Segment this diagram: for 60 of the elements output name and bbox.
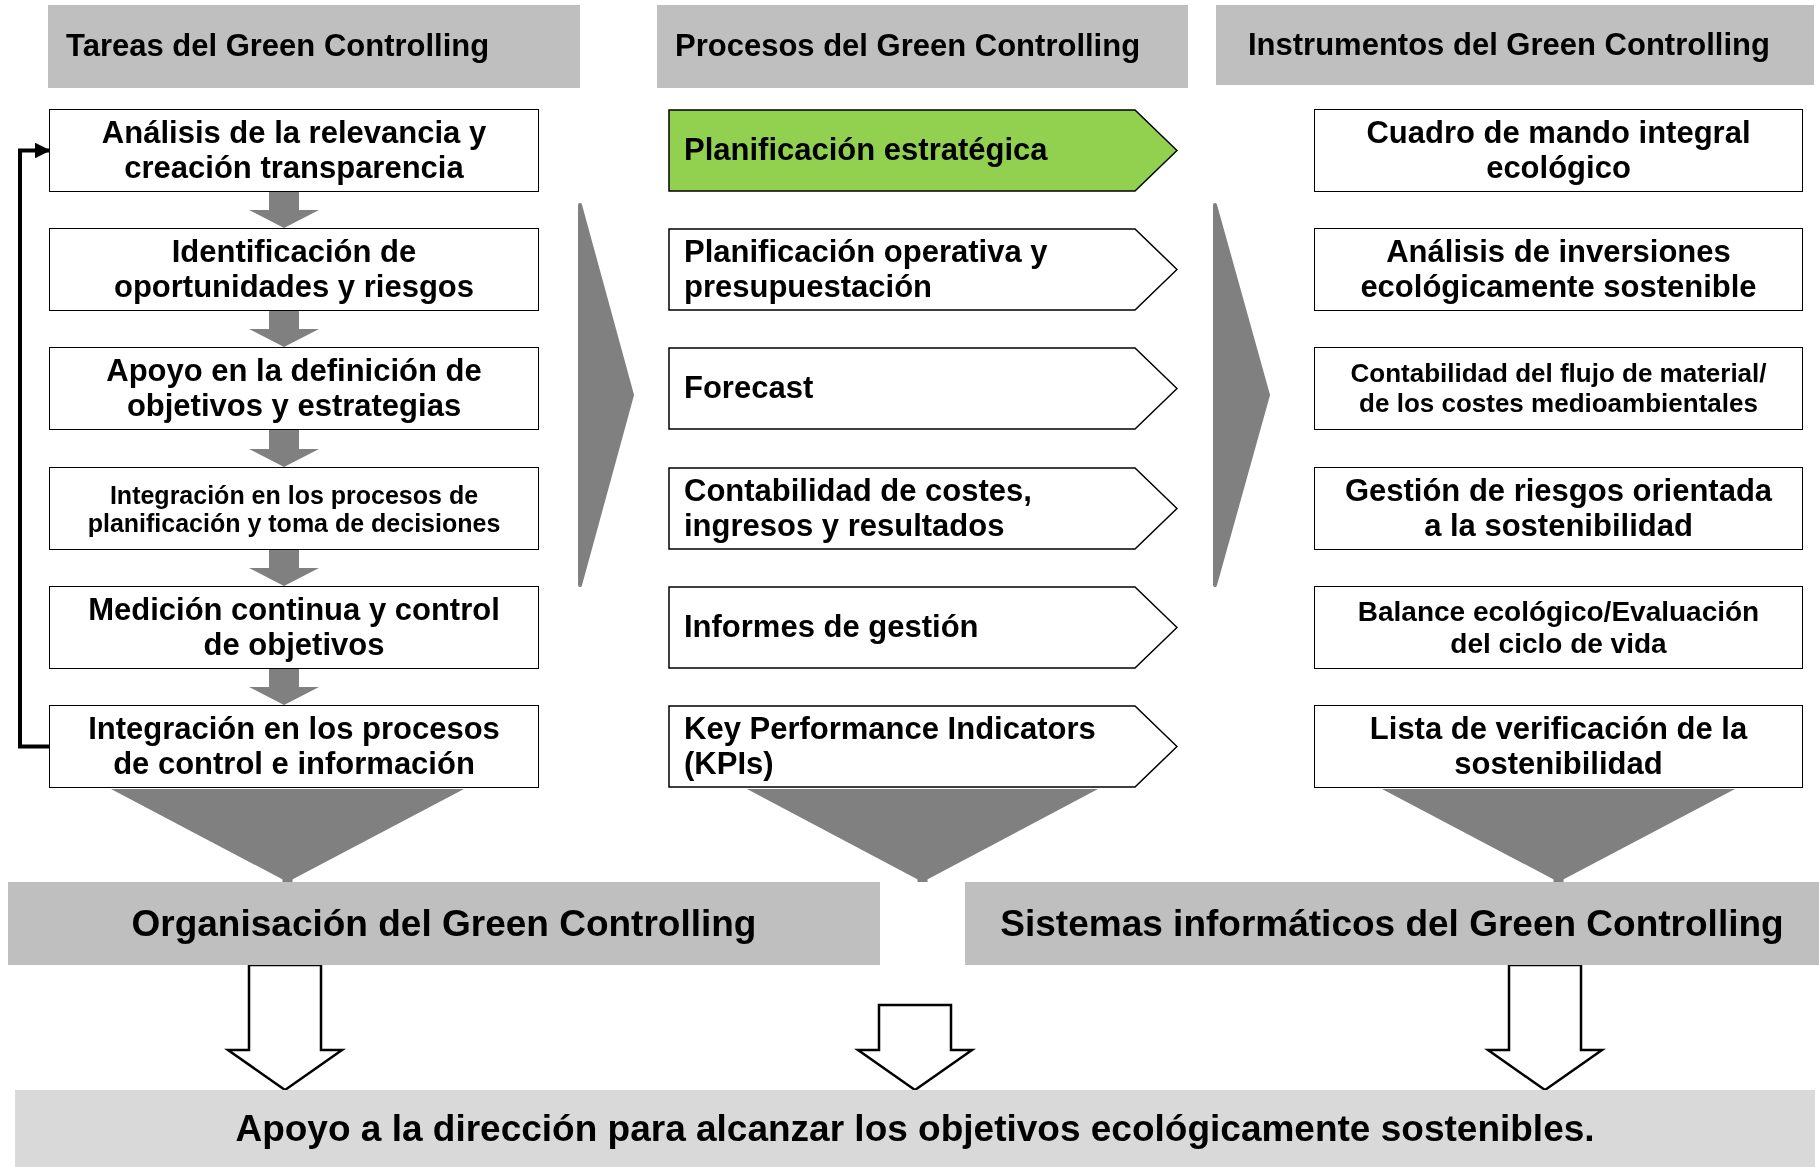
box-text: Gestión de riesgos orientada a la sostenibilidad [1343, 473, 1774, 544]
box-text: Análisis de inversiones ecológicamente sostenible [1359, 234, 1758, 305]
box-text: Cuadro de mando integral ecológico [1365, 115, 1752, 186]
task-box [49, 586, 539, 669]
box-text: Medición continua y control de objetivos [87, 592, 501, 663]
instrument-box [1314, 467, 1803, 550]
box-text: Integración en los procesos de planificación y toma de decisiones [86, 480, 502, 537]
instrument-box [1314, 586, 1803, 669]
task-box [49, 347, 539, 430]
box-text: Key Performance Indicators (KPIs) [684, 711, 1097, 782]
block-arrow [111, 789, 464, 882]
process-box [668, 228, 1178, 311]
box-text: Planificación operativa y presupuestación [684, 234, 1049, 305]
block-arrow [249, 192, 319, 228]
process-box [668, 705, 1178, 788]
block-arrow [1484, 963, 1606, 1092]
box-text: Análisis de la relevancia y creación transparencia [100, 115, 488, 186]
box-text: Informes de gestión [684, 610, 979, 645]
header-text: Instrumentos del Green Controlling [1248, 27, 1770, 63]
block-arrow [249, 311, 319, 347]
feedback-arrow [18, 142, 51, 749]
process-box [668, 586, 1178, 669]
box-text: Lista de verificación de la sostenibilidad [1368, 711, 1749, 782]
process-box [668, 109, 1178, 192]
process-box [668, 347, 1178, 430]
banner-text: Sistemas informáticos del Green Controlling [1000, 902, 1784, 945]
block-arrow [249, 669, 319, 705]
task-box [49, 109, 539, 192]
header-text: Tareas del Green Controlling [66, 29, 490, 64]
column-header [657, 5, 1188, 88]
banner-text: Organisación del Green Controlling [131, 902, 757, 945]
instrument-box [1314, 347, 1803, 430]
block-arrow [249, 550, 319, 586]
box-text: Balance ecológico/Evaluación del ciclo de vida [1356, 596, 1761, 659]
box-text: Apoyo en la definición de objetivos y estrategias [105, 353, 483, 424]
box-text: Forecast [684, 371, 814, 406]
task-box [49, 467, 539, 550]
process-box [668, 467, 1178, 550]
banner [8, 882, 880, 965]
task-box [49, 228, 539, 311]
instrument-box [1314, 109, 1803, 192]
box-text: Planificación estratégica [684, 133, 1048, 168]
banner [965, 882, 1819, 965]
block-arrow [1382, 789, 1735, 882]
banner-text: Apoyo a la dirección para alcanzar los objetivos ecológicamente sostenibles. [235, 1107, 1595, 1150]
column-header [48, 5, 580, 88]
block-arrow [747, 789, 1098, 882]
instrument-box [1314, 705, 1803, 788]
block-arrow [224, 963, 346, 1092]
box-text: Identificación de oportunidades y riesgos [113, 234, 475, 305]
banner [15, 1090, 1815, 1167]
block-arrow [854, 1003, 976, 1092]
box-text: Contabilidad del flujo de material/ de los costes medioambientales [1349, 359, 1768, 418]
box-text: Contabilidad de costes, ingresos y resultados [684, 473, 1033, 544]
box-text: Integración en los procesos de control e información [87, 711, 501, 782]
header-text: Procesos del Green Controlling [675, 29, 1141, 64]
task-box [49, 705, 539, 788]
column-header [1216, 5, 1814, 85]
block-arrow [249, 430, 319, 467]
instrument-box [1314, 228, 1803, 311]
